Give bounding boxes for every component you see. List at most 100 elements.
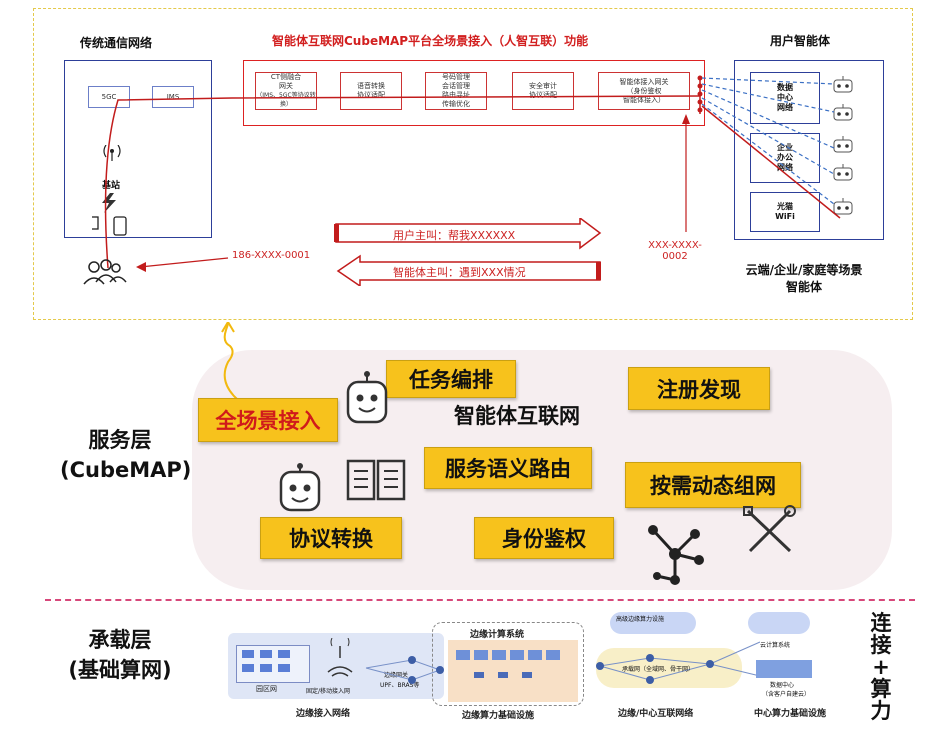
caption-edge-infra: 边缘算力基础设施 [462, 711, 535, 721]
service-layer-title: 服务层 [88, 428, 152, 452]
function-line: （IMS、5GC等协议转换） [256, 92, 316, 108]
function-line: CT侧融合 [270, 73, 302, 81]
feature-full-scene-access: 全场景接入 [198, 398, 338, 442]
platform-function-frame [243, 60, 705, 126]
agent-datacenter-box: 数据 中心 网络 [750, 72, 820, 124]
connection-compute-vertical: 连 接 + 算 力 [868, 612, 894, 722]
side-char: + [872, 655, 890, 679]
server-rack-icons [456, 650, 560, 678]
function-agent-gateway: 智能体接入网关 （身份鉴权 智能体接入） [598, 72, 690, 110]
loop-arrow-icon [221, 322, 239, 401]
function-line: 会话管理 [442, 82, 470, 90]
robot-icon [833, 198, 853, 215]
robot-icon [346, 371, 388, 424]
agent-line: 企业 [777, 143, 793, 152]
edge-compute-frame [432, 622, 584, 706]
agent-line: WiFi [775, 212, 795, 221]
interconnect-area [596, 648, 742, 688]
function-line: 协议适配 [357, 91, 385, 99]
user-call-text: 用户主叫：帮我XXXXXX [393, 229, 516, 242]
device-icon [92, 216, 99, 230]
cloud-system-label: 云计算系统 [760, 642, 791, 649]
scene-agent-caption: 云端/企业/家庭等场景智能体 [745, 263, 863, 294]
agent-robot-icons [833, 76, 853, 215]
network-graph-icon [648, 525, 704, 585]
side-char: 算 [870, 677, 892, 701]
agent-number: XXX-XXXX-0002 [648, 240, 702, 262]
robot-icon [833, 104, 853, 121]
users-icon [83, 259, 127, 285]
agent-line: 中心 [777, 93, 793, 102]
network-links [365, 641, 761, 684]
function-line: 语音转换 [357, 82, 385, 90]
user-number: 186-XXXX-0001 [232, 250, 311, 261]
phone-icon [113, 216, 127, 236]
function-ct-gateway: CT侧融合 网关 （IMS、5GC等协议转换） [255, 72, 317, 110]
robot-icon [833, 164, 853, 181]
layer-separator [45, 599, 915, 601]
agent-line: 网络 [777, 163, 793, 172]
function-line: 智能体接入） [623, 95, 665, 104]
feature-registration-discovery: 注册发现 [628, 367, 770, 410]
cloud-system-cloud [748, 612, 810, 634]
side-char: 力 [870, 699, 892, 723]
net-5gc-label: 5GC [101, 93, 117, 101]
book-icon [346, 459, 406, 501]
robot-icon [279, 463, 321, 512]
feature-label: 全场景接入 [215, 409, 321, 433]
feature-task-orchestration: 任务编排 [386, 360, 516, 398]
feature-protocol-conversion: 协议转换 [260, 517, 402, 559]
edge-center-cloud [610, 612, 696, 634]
agent-call-arrow [336, 254, 601, 286]
antenna-icon [103, 145, 121, 161]
function-line: 传输优化 [442, 100, 470, 108]
base-station-label: 基站 [102, 181, 121, 191]
robot-icon [833, 76, 853, 93]
feature-label: 任务编排 [409, 368, 493, 392]
edge-compute-system-label: 边缘计算系统 [470, 630, 525, 640]
connection-lines [104, 75, 841, 272]
datacenter-label: 数据中心 [770, 682, 795, 689]
net-ims-label: IMS [166, 93, 180, 101]
tools-icon [743, 505, 796, 553]
infra-layer-label: 承载层 (基础算网) [55, 625, 185, 685]
agent-line: 网络 [777, 103, 793, 112]
edge-network-sub: UPF、BRAS等 [380, 682, 420, 689]
service-center-title: 智能体互联网 [454, 404, 580, 428]
agent-line: 数据 [777, 83, 793, 92]
agent-line: 光猫 [777, 202, 793, 211]
side-char: 连 [870, 611, 892, 635]
datacenter-sub: （含客户自建云） [762, 691, 811, 698]
call-arrows [334, 218, 602, 286]
agent-home-wifi-box: 光猫 WiFi [750, 192, 820, 232]
datacenter-block [756, 660, 812, 678]
user-agent-title: 用户智能体 [770, 34, 831, 48]
agent-line: 办公 [777, 153, 793, 162]
caption-interconnect: 边缘/中心互联网络 [618, 709, 694, 719]
function-number-management: 号码管理 会话管理 路由寻址 传输优化 [425, 72, 487, 110]
user-call-arrow [334, 218, 602, 250]
caption-center-infra: 中心算力基础设施 [754, 709, 827, 719]
function-line: 网关 [279, 82, 293, 90]
park-devices-icon [242, 650, 290, 672]
function-line: 号码管理 [442, 73, 470, 81]
robot-icon [833, 136, 853, 153]
side-char: 接 [870, 633, 892, 657]
backbone-label: 承载网（全域网、骨干网） [622, 666, 695, 673]
feature-dynamic-networking: 按需动态组网 [625, 462, 801, 508]
antenna-icon [327, 638, 353, 677]
feature-label: 按需动态组网 [650, 474, 776, 498]
service-layer-subtitle: (CubeMAP) [60, 458, 192, 482]
user-agent-panel [734, 60, 884, 240]
function-line: 路由寻址 [442, 91, 470, 99]
agent-call-text: 智能体主叫：遇到XXX情况 [393, 266, 526, 279]
feature-label: 协议转换 [289, 527, 373, 551]
feature-label: 服务语义路由 [445, 457, 571, 481]
traditional-network-title: 传统通信网络 [80, 36, 153, 50]
platform-title: 智能体互联网CubeMAP平台全场景接入（人智互联）功能 [272, 34, 589, 48]
edge-center-label: 高级边缘算力设施 [616, 616, 665, 623]
net-ims-box: IMS [152, 86, 194, 108]
lightning-icon [102, 193, 116, 213]
access-network-note: 固定/移动接入网 [306, 688, 351, 695]
function-line: （身份鉴权 [626, 86, 662, 95]
